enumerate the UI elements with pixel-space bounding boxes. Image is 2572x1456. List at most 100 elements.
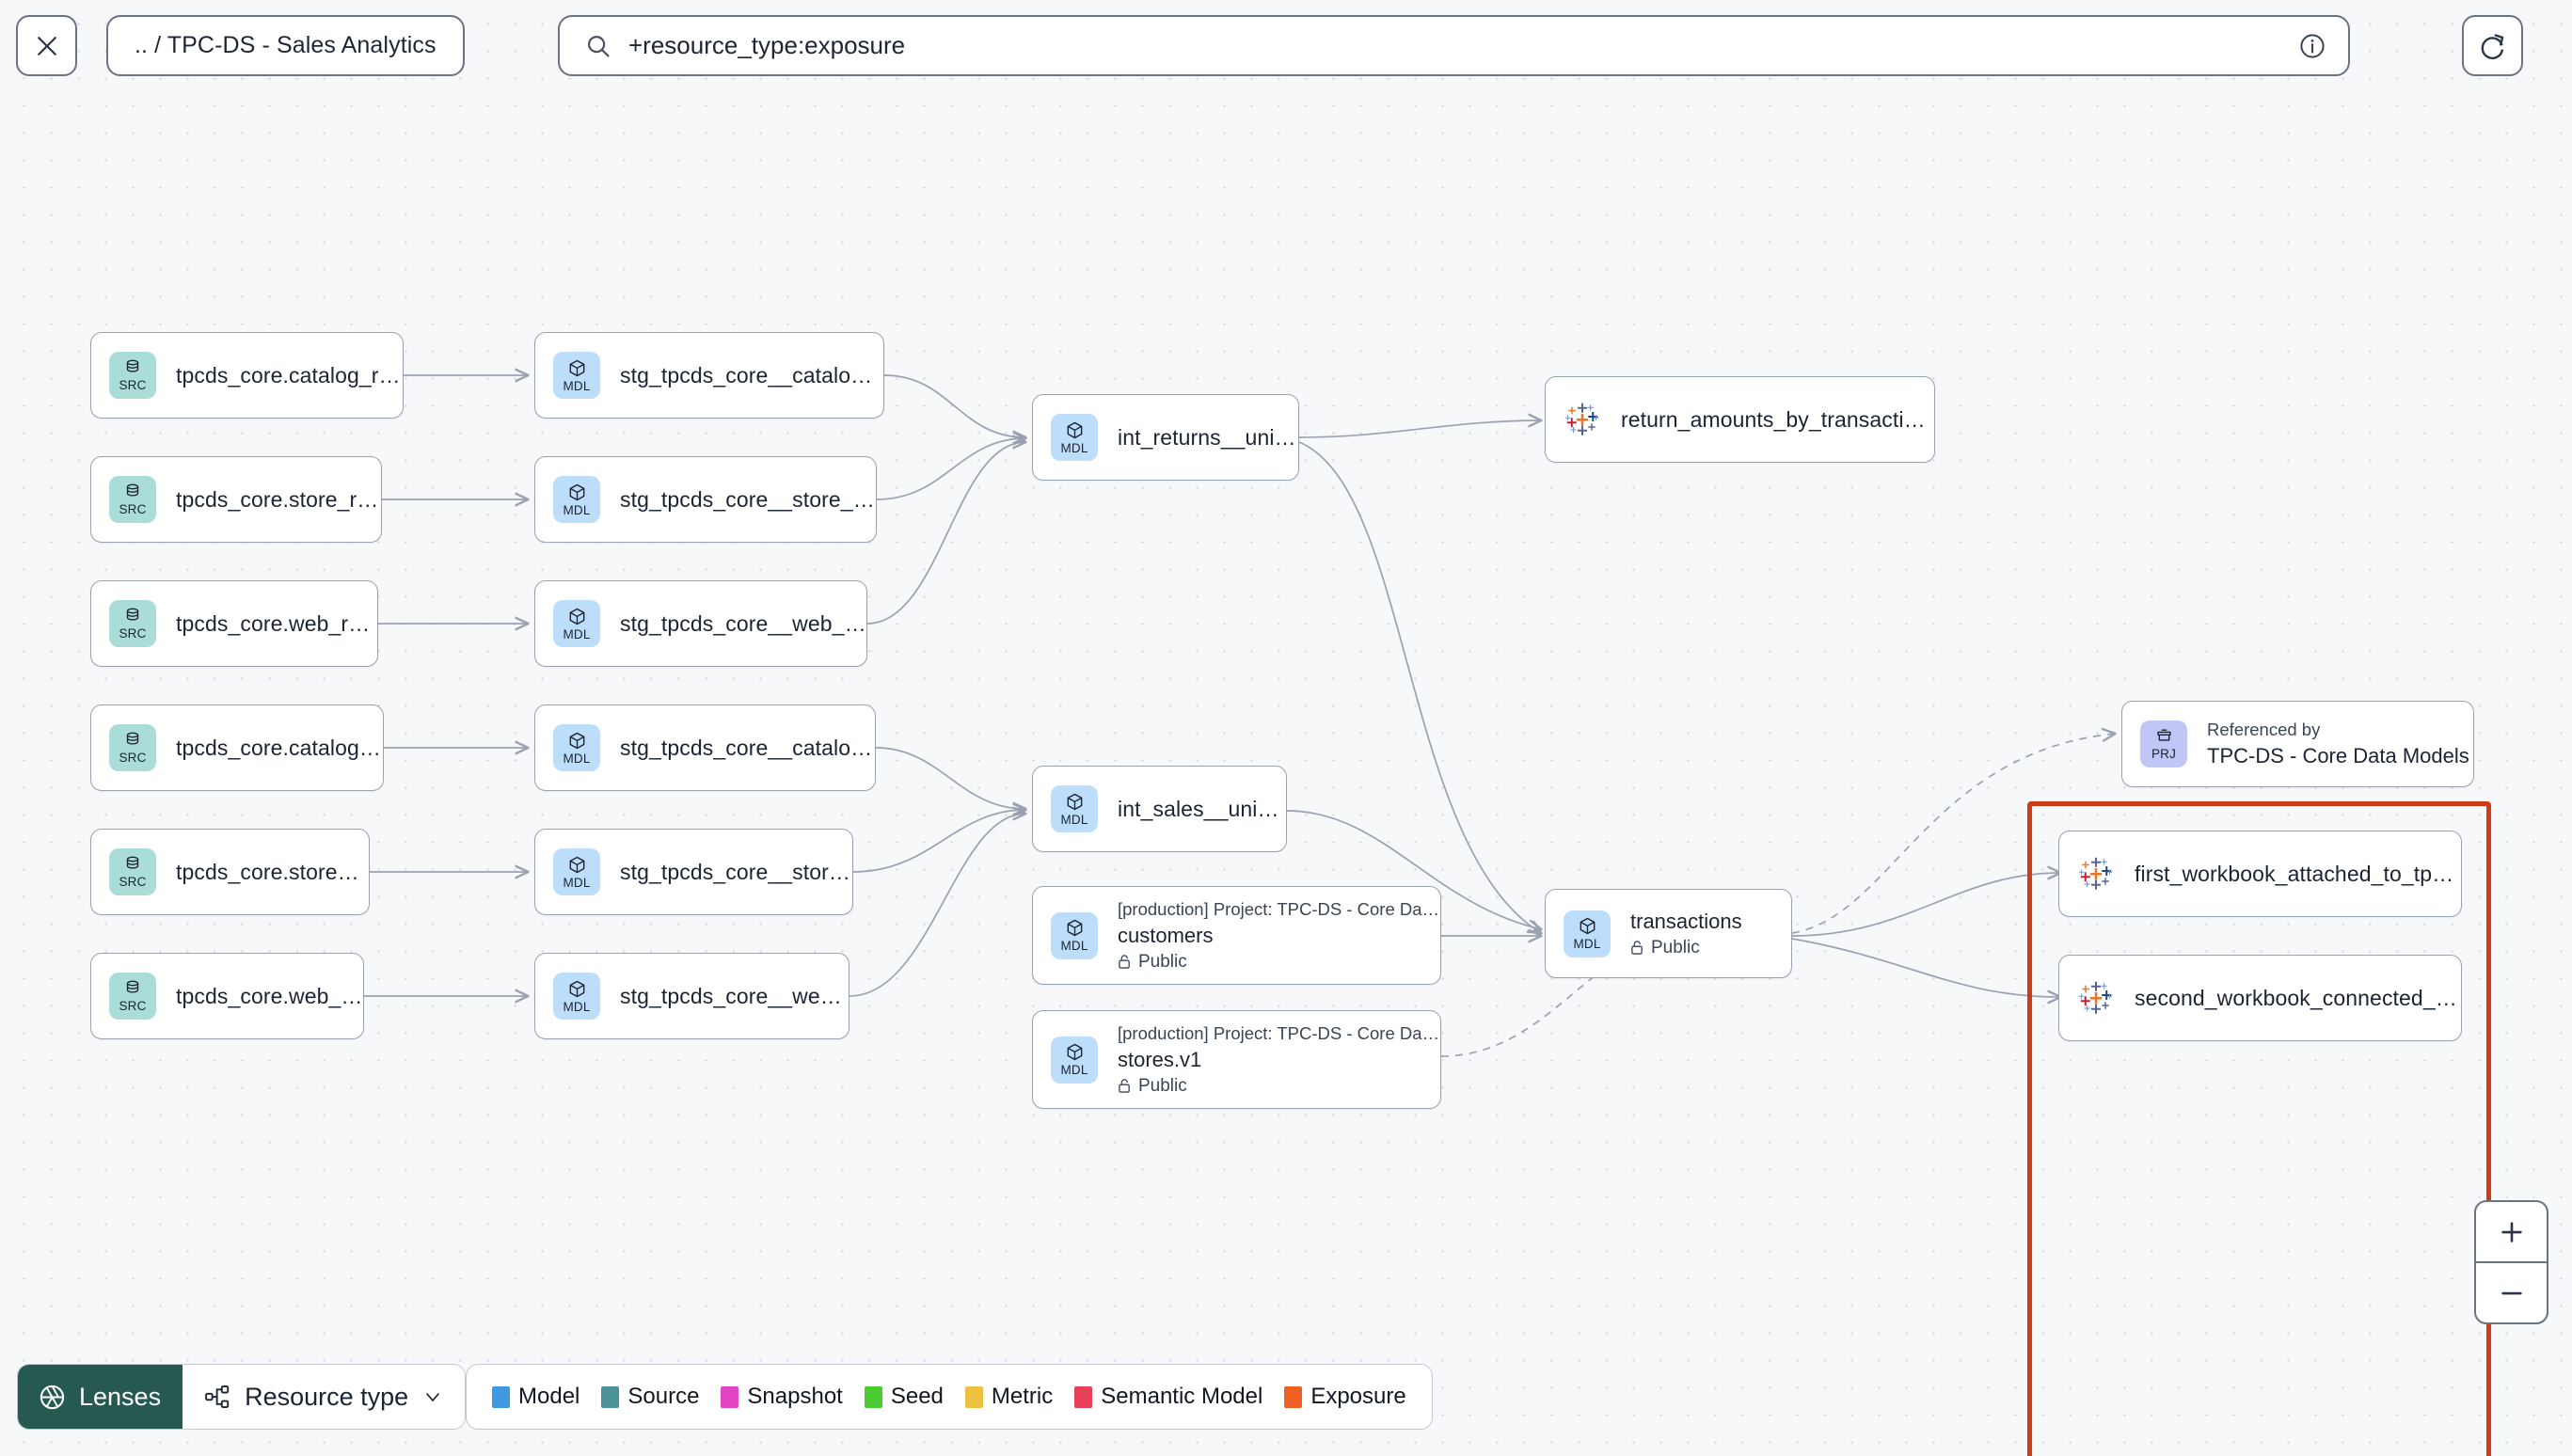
model-badge: MDL: [1051, 785, 1098, 832]
zoom-controls: [2474, 1200, 2548, 1324]
model-badge: MDL: [553, 973, 600, 1020]
node-source-web-sales[interactable]: SRC tpcds_core.web_sales: [90, 953, 364, 1039]
node-exposure-second-workbook[interactable]: second_workbook_connected_to_live…: [2058, 955, 2462, 1041]
source-badge: SRC: [109, 973, 156, 1020]
search-input-value[interactable]: +resource_type:exposure: [628, 31, 906, 59]
node-exposure-first-workbook[interactable]: first_workbook_attached_to_tpc-ds_-_…: [2058, 831, 2462, 917]
legend-label: Model: [518, 1384, 580, 1409]
node-model-customers[interactable]: MDL [production] Project: TPC-DS - Core …: [1032, 886, 1441, 985]
close-icon: [37, 36, 56, 55]
lenses-button[interactable]: Lenses: [18, 1365, 183, 1429]
node-label: tpcds_core.store_sales: [176, 859, 369, 884]
badge-text: PRJ: [2151, 746, 2177, 761]
database-icon: [126, 980, 139, 993]
zoom-out-button[interactable]: [2476, 1263, 2547, 1322]
node-model-int-sales-unioned[interactable]: MDL int_sales__unioned: [1032, 766, 1287, 852]
model-badge: MDL: [553, 724, 600, 771]
badge-text: MDL: [563, 751, 591, 766]
legend-item-exposure: Exposure: [1284, 1384, 1406, 1410]
breadcrumb[interactable]: .. / TPC-DS - Sales Analytics: [106, 15, 465, 76]
node-model-stg-web-returns[interactable]: MDL stg_tpcds_core__web_returns: [534, 580, 867, 667]
badge-text: MDL: [563, 378, 591, 393]
node-source-store-returns[interactable]: SRC tpcds_core.store_returns: [90, 456, 382, 543]
cube-icon: [1067, 920, 1082, 937]
plus-icon: [2501, 1221, 2522, 1242]
model-badge: MDL: [1564, 910, 1611, 957]
node-model-stores-v1[interactable]: MDL [production] Project: TPC-DS - Core …: [1032, 1010, 1441, 1109]
resource-type-dropdown[interactable]: Resource type: [183, 1365, 466, 1429]
model-badge: MDL: [1051, 911, 1098, 959]
node-model-transactions[interactable]: MDL transactions Public: [1545, 889, 1792, 978]
aperture-icon: [40, 1385, 65, 1409]
node-source-catalog-sales[interactable]: SRC tpcds_core.catalog_sales: [90, 704, 384, 791]
top-toolbar: .. / TPC-DS - Sales Analytics +resource_…: [0, 0, 2572, 109]
refresh-button[interactable]: [2462, 15, 2523, 76]
node-project-path: [production] Project: TPC-DS - Core Data…: [1118, 1022, 1440, 1043]
node-model-stg-catalog-returns[interactable]: MDL stg_tpcds_core__catalog_returns: [534, 332, 884, 419]
database-icon: [126, 732, 139, 745]
model-badge: MDL: [553, 476, 600, 523]
info-circle-icon[interactable]: [2297, 31, 2327, 61]
source-badge: SRC: [109, 724, 156, 771]
node-label: tpcds_core.store_returns: [176, 486, 381, 512]
node-source-store-sales[interactable]: SRC tpcds_core.store_sales: [90, 829, 370, 915]
legend-swatch: [492, 1385, 510, 1408]
database-icon: [126, 483, 139, 497]
legend-item-metric: Metric: [964, 1384, 1053, 1410]
node-source-web-returns[interactable]: SRC tpcds_core.web_returns: [90, 580, 378, 667]
node-relationship-label: Referenced by: [2207, 720, 2321, 739]
cube-icon: [569, 980, 584, 997]
node-name: TPC-DS - Core Data Models: [2207, 744, 2469, 768]
node-label: second_workbook_connected_to_live…: [2135, 985, 2461, 1010]
node-model-stg-catalog-sales[interactable]: MDL stg_tpcds_core__catalog_sales: [534, 704, 876, 791]
node-label: int_returns__unioned: [1118, 424, 1298, 450]
node-model-int-returns-unioned[interactable]: MDL int_returns__unioned: [1032, 394, 1299, 481]
resource-type-legend: Model Source Snapshot Seed Metric Semant…: [466, 1364, 1433, 1430]
project-box-icon: [2156, 729, 2171, 741]
refresh-icon: [2481, 33, 2503, 59]
node-model-stg-store-returns[interactable]: MDL stg_tpcds_core__store_returns: [534, 456, 877, 543]
node-name: stores.v1: [1118, 1047, 1202, 1071]
model-badge: MDL: [553, 848, 600, 895]
unlock-icon: [1119, 955, 1130, 969]
close-button[interactable]: [16, 15, 77, 76]
tableau-icon: [1564, 403, 1599, 435]
node-label: first_workbook_attached_to_tpc-ds_-_…: [2135, 861, 2461, 886]
node-exposure-return-amounts[interactable]: return_amounts_by_transaction_type: [1545, 376, 1935, 463]
tableau-icon: [2078, 981, 2113, 1014]
project-badge: PRJ: [2140, 720, 2187, 768]
cube-icon: [1580, 918, 1595, 935]
legend-item-source: Source: [601, 1384, 699, 1410]
node-name: customers: [1118, 923, 1214, 947]
cube-icon: [1067, 1044, 1082, 1061]
breadcrumb-label: .. / TPC-DS - Sales Analytics: [135, 32, 437, 58]
legend-item-seed: Seed: [864, 1384, 944, 1410]
badge-text: MDL: [563, 502, 591, 517]
node-access-badge: Public: [1118, 952, 1440, 973]
search-input[interactable]: +resource_type:exposure: [558, 15, 2350, 76]
model-badge: MDL: [553, 352, 600, 399]
legend-label: Source: [627, 1384, 700, 1409]
node-model-stg-web-sales[interactable]: MDL stg_tpcds_core__web_sales: [534, 953, 849, 1039]
node-label: int_sales__unioned: [1118, 796, 1286, 821]
cube-icon: [1067, 793, 1082, 810]
badge-text: MDL: [563, 626, 591, 641]
node-project-referenced-by[interactable]: PRJ Referenced by TPC-DS - Core Data Mod…: [2121, 701, 2474, 787]
cube-icon: [569, 732, 584, 749]
node-model-stg-store-sales[interactable]: MDL stg_tpcds_core__store_sales: [534, 829, 853, 915]
selection-highlight-box: [2027, 801, 2491, 1456]
zoom-in-button[interactable]: [2476, 1202, 2547, 1263]
source-badge: SRC: [109, 352, 156, 399]
model-badge: MDL: [1051, 414, 1098, 461]
cube-icon: [569, 856, 584, 873]
legend-item-snapshot: Snapshot: [721, 1384, 843, 1410]
source-badge: SRC: [109, 600, 156, 647]
bottom-toolbar: Lenses Resource type Model: [0, 1351, 2572, 1456]
badge-text: MDL: [1573, 937, 1601, 952]
unlock-icon: [1631, 941, 1643, 955]
badge-text: MDL: [563, 999, 591, 1014]
node-source-catalog-returns[interactable]: SRC tpcds_core.catalog_returns: [90, 332, 404, 419]
cube-icon: [569, 483, 584, 500]
node-text-stack: [production] Project: TPC-DS - Core Data…: [1118, 899, 1440, 973]
cube-icon: [1067, 421, 1082, 438]
